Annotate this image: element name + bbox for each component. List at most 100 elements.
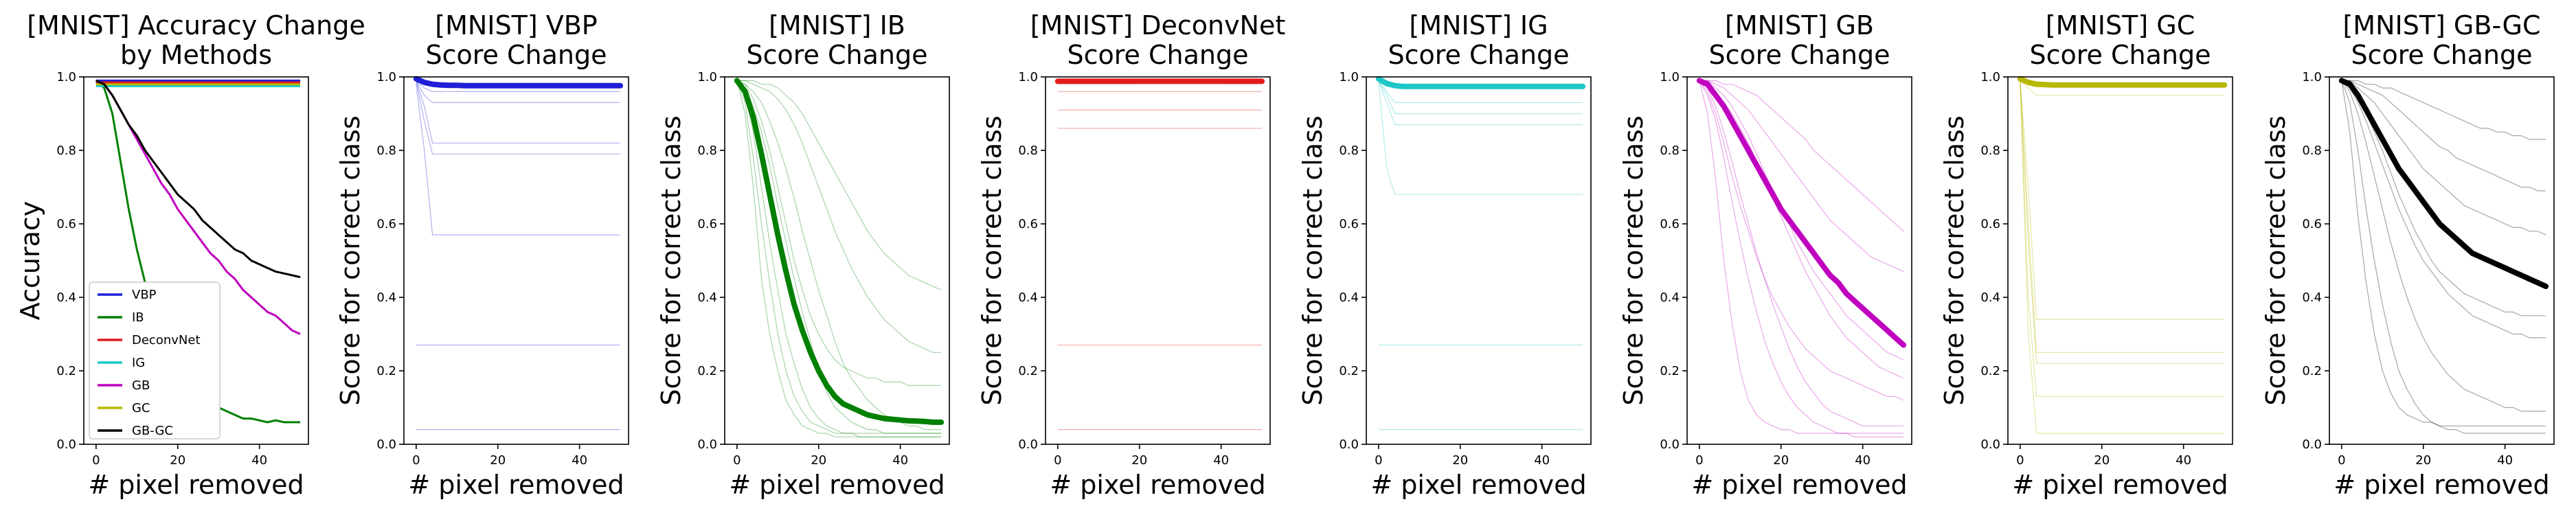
x-tick-label: 0 (2016, 453, 2024, 468)
legend-label: IB (132, 310, 144, 325)
axes-frame (2007, 76, 2233, 445)
legend-box (89, 282, 221, 439)
y-tick-label: 0.6 (56, 217, 76, 231)
sample-line (1378, 80, 1583, 195)
sample-line (416, 84, 621, 236)
chart-title-line: Score Change (747, 40, 928, 70)
y-tick-label: 0.2 (1339, 364, 1359, 378)
y-tick-label: 1.0 (697, 70, 717, 84)
x-tick-label: 20 (1773, 453, 1789, 468)
sample-line (2341, 80, 2546, 434)
y-tick-label: 0.6 (697, 217, 717, 231)
x-tick-label: 40 (1213, 453, 1229, 468)
y-tick-label: 0.8 (56, 144, 76, 158)
y-tick-label: 1.0 (1018, 70, 1038, 84)
x-axis-label: # pixel removed (1691, 470, 1907, 500)
sample-line (2020, 80, 2225, 320)
x-tick-label: 40 (1855, 453, 1871, 468)
sample-line (736, 80, 942, 290)
chart-title-line: Score Change (2030, 40, 2211, 70)
sample-line (2341, 80, 2546, 192)
y-tick-label: 0.0 (697, 437, 717, 452)
series-line-gb-gc (95, 80, 301, 279)
y-tick-label: 0.0 (1660, 437, 1680, 452)
y-tick-label: 0.2 (376, 364, 396, 378)
sample-line (416, 80, 621, 92)
sample-line (736, 80, 942, 434)
sample-line (2341, 80, 2546, 317)
chart-title-line: [MNIST] VBP (435, 10, 597, 41)
plot-area (2008, 77, 2233, 444)
y-tick-label: 0.4 (376, 290, 396, 305)
sample-line (1699, 80, 1904, 426)
plot-area (725, 77, 949, 444)
mean-line (2338, 78, 2549, 289)
x-axis-label: # pixel removed (1370, 470, 1586, 500)
y-tick-label: 0.6 (2302, 217, 2322, 231)
y-tick-label: 0.2 (1018, 364, 1038, 378)
x-tick-label: 0 (1054, 453, 1061, 468)
sample-line (1378, 80, 1583, 126)
y-tick-label: 0.6 (376, 217, 396, 231)
x-tick-label: 20 (2094, 453, 2110, 468)
x-tick-label: 20 (490, 453, 506, 468)
y-tick-label: 0.4 (697, 290, 717, 305)
chart-title-line: [MNIST] IG (1409, 10, 1548, 41)
y-tick-label: 0.0 (2302, 437, 2322, 452)
x-tick-label: 40 (572, 453, 587, 468)
axes-frame (83, 76, 309, 445)
y-tick-label: 1.0 (56, 70, 76, 84)
mean-line (413, 76, 624, 89)
sample-line (416, 80, 621, 154)
y-axis-label: Score for correct class (1298, 115, 1328, 405)
axes-frame (1045, 76, 1271, 445)
x-tick-label: 40 (2176, 453, 2191, 468)
legend-label: DeconvNet (132, 333, 201, 347)
x-tick-label: 0 (412, 453, 420, 468)
x-tick-label: 20 (170, 453, 185, 468)
x-tick-label: 40 (251, 453, 267, 468)
axes-frame (2329, 76, 2555, 445)
sample-line (1699, 80, 1904, 232)
y-tick-label: 0.6 (1660, 217, 1680, 231)
y-tick-label: 1.0 (1660, 70, 1680, 84)
x-axis-label: # pixel removed (1050, 470, 1265, 500)
y-tick-label: 0.2 (697, 364, 717, 378)
sample-line (2020, 80, 2225, 96)
y-tick-label: 0.0 (1980, 437, 2000, 452)
y-axis-label: Score for correct class (977, 115, 1007, 405)
y-tick-label: 0.8 (376, 144, 396, 158)
sample-line (1699, 80, 1904, 273)
sample-line (2020, 80, 2225, 364)
sample-line (2341, 80, 2546, 339)
y-tick-label: 1.0 (376, 70, 396, 84)
y-axis-label: Score for correct class (1939, 115, 1969, 405)
chart-title-line: Score Change (1388, 40, 1570, 70)
axes-frame (403, 76, 629, 445)
y-tick-label: 0.2 (1660, 364, 1680, 378)
y-tick-label: 0.6 (1339, 217, 1359, 231)
x-tick-label: 20 (1452, 453, 1468, 468)
y-tick-label: 0.4 (1980, 290, 2000, 305)
x-tick-label: 20 (811, 453, 826, 468)
sample-line (1699, 80, 1904, 360)
y-tick-label: 0.2 (1980, 364, 2000, 378)
y-axis-label: Score for correct class (1618, 115, 1649, 405)
x-tick-label: 0 (1695, 453, 1703, 468)
plot-area (1046, 77, 1270, 444)
plot-area (404, 77, 629, 444)
chart-title-line: [MNIST] GB (1725, 10, 1874, 41)
y-tick-label: 0.2 (56, 364, 76, 378)
y-tick-label: 0.4 (1339, 290, 1359, 305)
chart-title-line: by Methods (120, 40, 272, 70)
plot-area (2329, 77, 2554, 444)
sample-line (736, 80, 942, 387)
legend-label: GC (132, 401, 150, 415)
